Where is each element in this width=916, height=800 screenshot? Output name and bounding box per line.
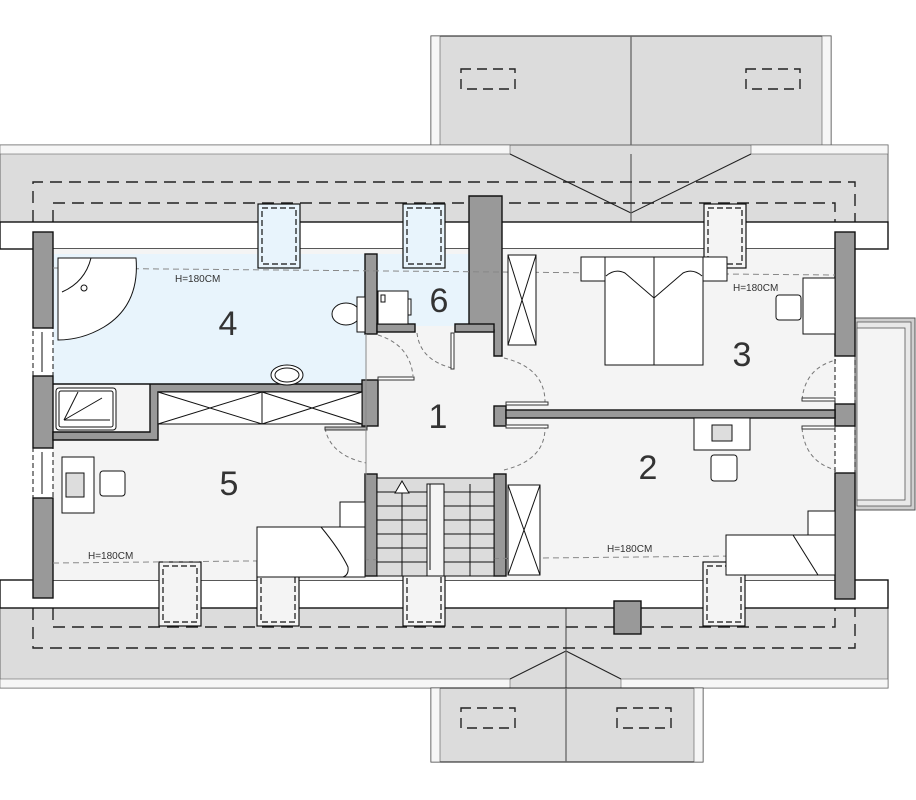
wc-fixtures	[377, 290, 412, 325]
room-label-3: 3	[733, 336, 752, 374]
wardrobe-room3	[507, 254, 537, 346]
room-5-furniture	[61, 456, 366, 578]
room-label-6: 6	[430, 282, 449, 320]
balcony	[854, 317, 916, 511]
height-label-room-5: H=180CM	[88, 551, 133, 562]
room-2-furniture	[693, 417, 836, 576]
room-label-5: 5	[220, 465, 239, 503]
height-label-room-4: H=180CM	[175, 274, 220, 285]
roof-top-dormer	[430, 35, 832, 222]
roof-bottom-dormer	[430, 687, 704, 763]
door-swings	[324, 332, 837, 471]
room-label-4: 4	[219, 305, 238, 343]
door-leaves	[324, 332, 836, 431]
height-label-room-3: H=180CM	[733, 283, 778, 294]
staircase	[376, 477, 495, 577]
windows	[32, 327, 856, 499]
wardrobe-hall	[157, 391, 363, 425]
room-label-2: 2	[639, 449, 658, 487]
height-label-room-2: H=180CM	[607, 544, 652, 555]
room-label-1: 1	[429, 398, 448, 436]
chimney	[613, 600, 642, 635]
wardrobe-stairs	[507, 484, 541, 576]
bathroom-fixtures	[55, 257, 366, 431]
room-3-furniture	[580, 256, 836, 366]
